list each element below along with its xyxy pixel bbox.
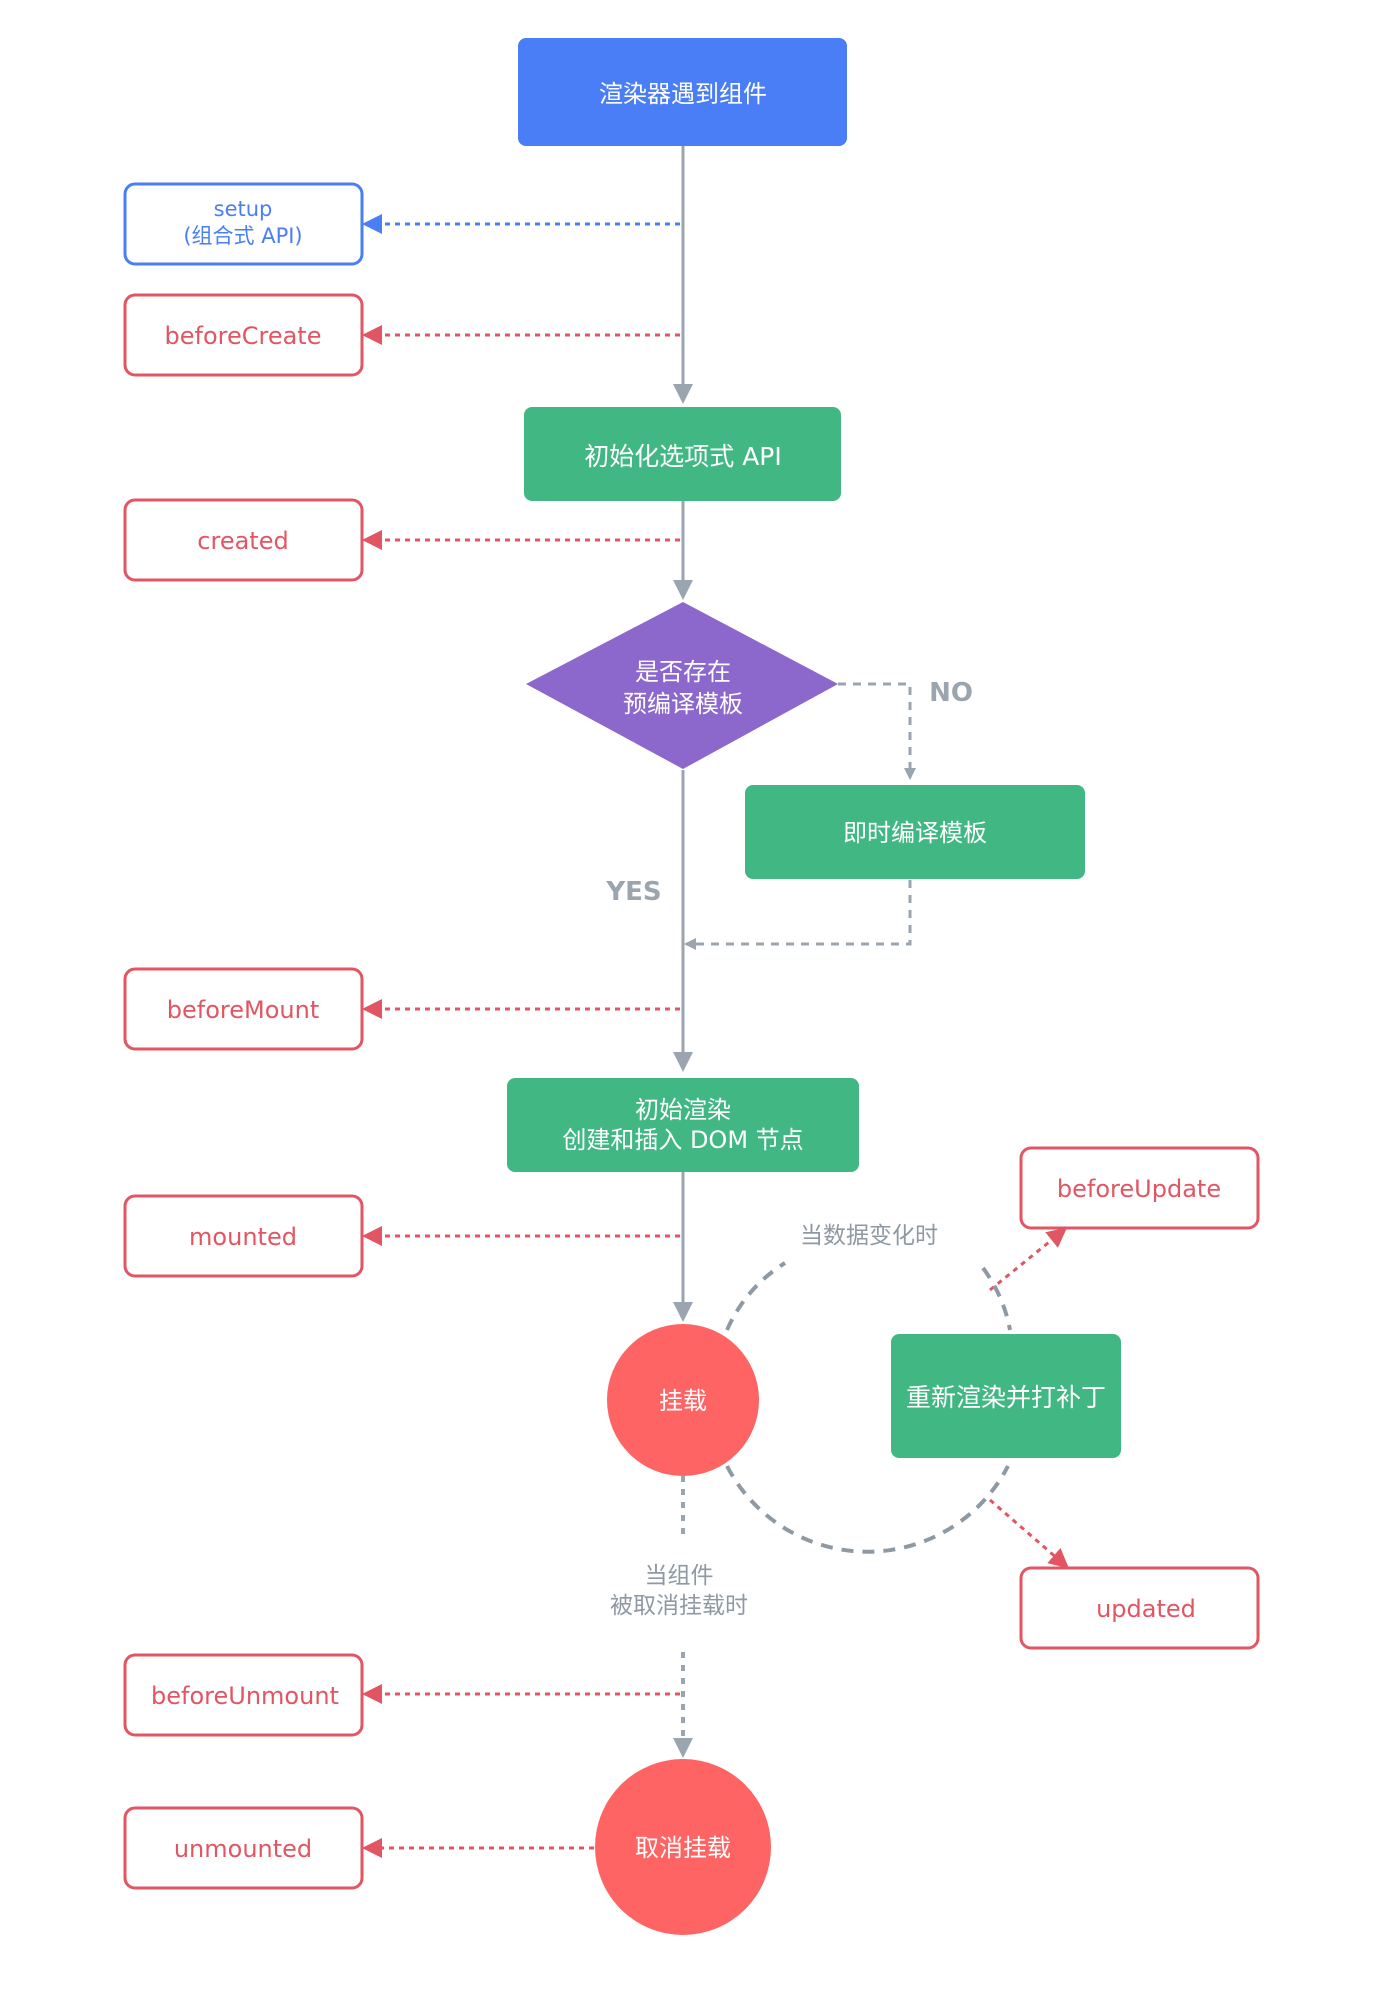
compile-return-line [684, 880, 912, 950]
initial-render-node: 初始渲染 创建和插入 DOM 节点 [507, 1078, 859, 1172]
hook-setup-label: setup [214, 197, 273, 221]
hook-beforeMount-label: beforeMount [167, 996, 319, 1024]
data-change-label: 当数据变化时 [800, 1223, 938, 1249]
mounted-state-node: 挂载 [607, 1324, 759, 1476]
hook-beforeUnmount-label: beforeUnmount [151, 1682, 339, 1710]
hook-updated-label: updated [1096, 1595, 1196, 1623]
hook-created-label: created [197, 527, 288, 555]
hook-beforeMount: beforeMount [123, 967, 364, 1051]
init-options-node: 初始化选项式 API [524, 407, 841, 501]
updated-arrow [989, 1498, 1070, 1569]
rerender-label: 重新渲染并打补丁 [906, 1383, 1106, 1412]
hook-beforeUpdate: beforeUpdate [1019, 1146, 1260, 1230]
hook-setup: setup (组合式 API) [123, 182, 364, 266]
hook-beforeCreate-label: beforeCreate [165, 322, 322, 350]
hook-unmounted: unmounted [123, 1806, 364, 1890]
compile-template-node: 即时编译模板 [745, 785, 1085, 879]
no-branch-line [838, 682, 916, 780]
update-cycle-arc-top-left [725, 1261, 787, 1331]
unmount-when-line1: 当组件 [645, 1563, 714, 1589]
rerender-node: 重新渲染并打补丁 [891, 1334, 1121, 1458]
hook-mounted: mounted [123, 1194, 364, 1278]
renderer-node: 渲染器遇到组件 [518, 38, 847, 146]
unmounted-state-label: 取消挂载 [635, 1834, 731, 1862]
unmounted-state-node: 取消挂载 [595, 1759, 771, 1935]
decision-label-line2: 预编译模板 [623, 690, 743, 718]
hook-mounted-label: mounted [189, 1223, 297, 1251]
hook-unmounted-label: unmounted [174, 1835, 312, 1863]
initial-render-line2: 创建和插入 DOM 节点 [562, 1126, 803, 1154]
beforeUpdate-arrow [989, 1227, 1068, 1292]
update-cycle-arc-top-right [981, 1266, 1012, 1331]
hook-beforeUpdate-label: beforeUpdate [1057, 1175, 1221, 1203]
hook-beforeUnmount: beforeUnmount [123, 1653, 364, 1737]
decision-label-line1: 是否存在 [635, 658, 731, 686]
initial-render-line1: 初始渲染 [635, 1096, 731, 1124]
hook-beforeCreate: beforeCreate [123, 293, 364, 377]
update-cycle-arc-bottom [725, 1465, 1010, 1554]
template-decision-node: 是否存在 预编译模板 [526, 602, 838, 769]
init-options-label: 初始化选项式 API [584, 442, 782, 471]
hook-updated: updated [1019, 1566, 1260, 1650]
renderer-node-label: 渲染器遇到组件 [599, 80, 767, 108]
yes-branch-label: YES [605, 877, 661, 907]
compile-template-label: 即时编译模板 [843, 819, 987, 847]
mounted-state-label: 挂载 [659, 1387, 707, 1415]
hook-created: created [123, 498, 364, 582]
no-branch-label: NO [929, 678, 973, 708]
hook-setup-sublabel: (组合式 API) [183, 224, 302, 248]
unmount-when-line2: 被取消挂载时 [610, 1593, 748, 1619]
